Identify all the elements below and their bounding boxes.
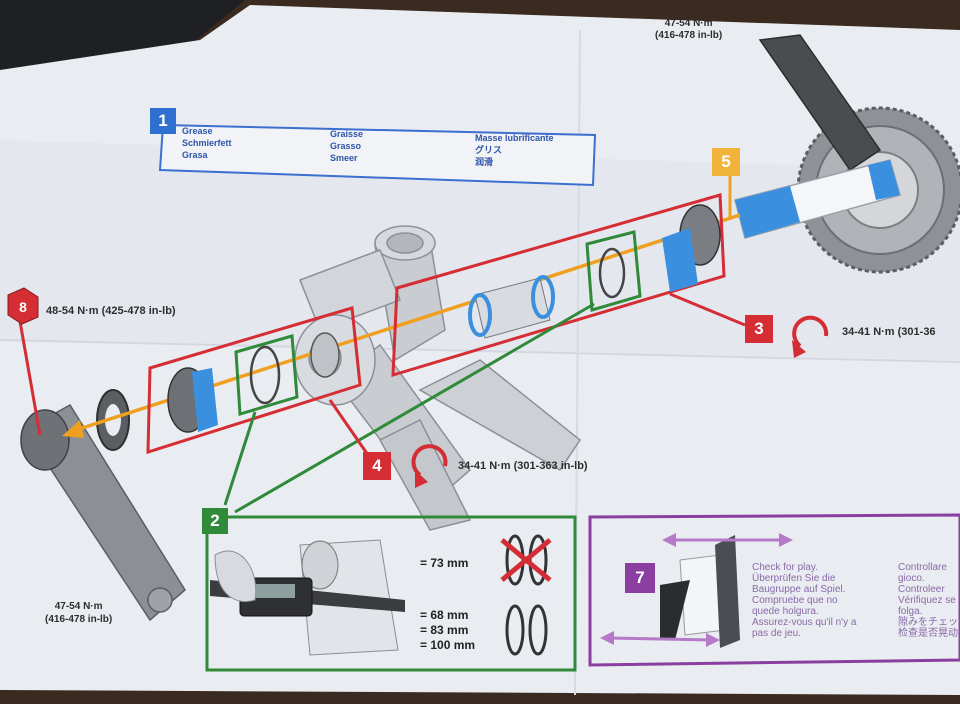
play-check-it-1: Controllare bbox=[898, 562, 947, 573]
play-check-pt-1: Vérifiquez se bbox=[898, 595, 956, 606]
step8-torque: 48-54 N·m (425-478 in-lb) bbox=[46, 305, 176, 317]
play-check-illustration bbox=[660, 535, 740, 648]
left-frame-shell-hole bbox=[310, 332, 340, 378]
left-crank-torque-inlb: (416-478 in-lb) bbox=[45, 614, 113, 625]
left-spacer-ring bbox=[249, 345, 281, 405]
measurement-panel bbox=[205, 515, 577, 672]
play-arrow-top bbox=[662, 533, 793, 547]
step4-rotation-icon bbox=[411, 444, 448, 488]
spindle-blue-band bbox=[735, 186, 800, 238]
grease-de: Schmierfett bbox=[182, 138, 232, 148]
step5-number: 5 bbox=[721, 152, 731, 171]
spindle-blue-tip bbox=[868, 160, 900, 200]
step5-badge: 5 bbox=[712, 148, 740, 176]
play-arrow-bottom bbox=[600, 631, 720, 647]
grease-it: Grasso bbox=[330, 141, 362, 151]
step4-badge: 4 bbox=[363, 452, 391, 480]
step4-number: 4 bbox=[372, 456, 382, 475]
play-check-nl: Controleer bbox=[898, 584, 945, 595]
left-cup-box bbox=[146, 306, 362, 455]
step3-badge: 3 bbox=[745, 315, 773, 343]
play-check-en: Check for play. bbox=[752, 562, 818, 573]
step7-badge: 7 bbox=[625, 563, 655, 593]
right-spacer-ring bbox=[598, 247, 626, 299]
step2-number: 2 bbox=[210, 511, 220, 530]
play-check-zh: 检查是否晃动 bbox=[898, 628, 958, 639]
grease-zh: 润滑 bbox=[475, 157, 494, 167]
grease-col1: Grease Schmierfett Grasa bbox=[182, 125, 232, 161]
pedal-hole bbox=[147, 587, 173, 613]
sleeve-end-right bbox=[531, 275, 555, 319]
bike-frame bbox=[294, 225, 582, 531]
right-crank-torque: 47-54 N·m (416-478 in-lb) bbox=[655, 18, 722, 42]
grease-pt: Masse lubrificante bbox=[475, 133, 554, 143]
step4-leader bbox=[328, 399, 370, 456]
preload-ring-hole bbox=[105, 404, 121, 436]
grease-fr: Graisse bbox=[330, 129, 364, 139]
right-cup-box bbox=[391, 193, 726, 378]
step2-leader-right bbox=[234, 302, 595, 514]
dark-corner bbox=[0, 0, 245, 75]
play-check-fr-1: Assurez-vous qu'il n'y a bbox=[752, 617, 857, 628]
play-check-de-1: Überprüfen Sie die bbox=[752, 573, 836, 584]
grease-nl: Smeer bbox=[330, 153, 358, 163]
left-bearing-blue bbox=[192, 368, 218, 432]
play-check-es-2: quede holgura. bbox=[752, 606, 819, 617]
step8-number: 8 bbox=[19, 299, 27, 315]
step8-hexagon bbox=[7, 287, 39, 325]
sleeve-end-left bbox=[468, 293, 492, 337]
grease-col2: Graisse Grasso Smeer bbox=[330, 128, 363, 164]
axle-arrow-head bbox=[62, 420, 84, 438]
step3-torque: 34-41 N·m (301-36 bbox=[842, 326, 936, 338]
step3-leader bbox=[669, 292, 746, 327]
step2-badge: 2 bbox=[202, 508, 228, 534]
grease-en: Grease bbox=[182, 126, 213, 136]
caliper-illustration bbox=[210, 539, 405, 656]
measure-100: = 100 mm bbox=[420, 638, 476, 652]
right-crank-torque-nm: 47-54 N·m bbox=[664, 18, 713, 29]
play-check-ja: 隙みをチェック bbox=[898, 617, 960, 628]
play-check-col2: Controllare gioco. Controleer Vérifiquez… bbox=[898, 562, 960, 639]
play-check-it-2: gioco. bbox=[898, 573, 925, 584]
step2-leader-left bbox=[223, 411, 257, 506]
play-check-fr-2: pas de jeu. bbox=[752, 628, 801, 639]
no-spacer-icon bbox=[500, 534, 552, 586]
measure-68: = 68 mm bbox=[420, 608, 469, 622]
step1-number: 1 bbox=[158, 111, 168, 130]
right-crank-arm bbox=[758, 34, 882, 172]
left-crank-torque-nm: 47-54 N·m bbox=[54, 601, 103, 612]
right-bearing-blue bbox=[662, 228, 698, 292]
right-spacer-box bbox=[585, 230, 642, 312]
grease-legend-box bbox=[158, 123, 597, 187]
measure-83: = 83 mm bbox=[420, 623, 469, 637]
right-crank-torque-inlb: (416-478 in-lb) bbox=[655, 30, 723, 41]
spacer-rings-icon bbox=[505, 604, 548, 656]
step7-number: 7 bbox=[635, 568, 645, 587]
measure-73: = 73 mm bbox=[420, 556, 469, 570]
step3-number: 3 bbox=[754, 319, 764, 338]
paper-fold-line bbox=[0, 339, 960, 363]
left-crank-bore bbox=[20, 409, 70, 471]
step8-pointer-line bbox=[16, 309, 42, 436]
step4-torque: 34-41 N·m (301-363 in-lb) bbox=[458, 460, 588, 472]
play-check-pt-2: folga. bbox=[898, 606, 923, 617]
step1-badge: 1 bbox=[150, 108, 176, 134]
play-check-col1: Check for play. Überprüfen Sie die Baugr… bbox=[752, 562, 856, 639]
play-check-de-2: Baugruppe auf Spiel. bbox=[752, 584, 846, 595]
play-check-panel bbox=[588, 513, 960, 667]
left-crank-torque: 47-54 N·m (416-478 in-lb) bbox=[45, 600, 112, 626]
step8-badge: 8 bbox=[8, 292, 38, 322]
grease-col3: Masse lubrificante グリス 润滑 bbox=[475, 132, 554, 168]
grease-es: Grasa bbox=[182, 150, 208, 160]
left-spacer-box bbox=[234, 334, 299, 416]
play-check-es-1: Compruebe que no bbox=[752, 595, 838, 606]
step3-rotation-icon bbox=[792, 315, 829, 358]
grease-ja: グリス bbox=[475, 145, 503, 155]
